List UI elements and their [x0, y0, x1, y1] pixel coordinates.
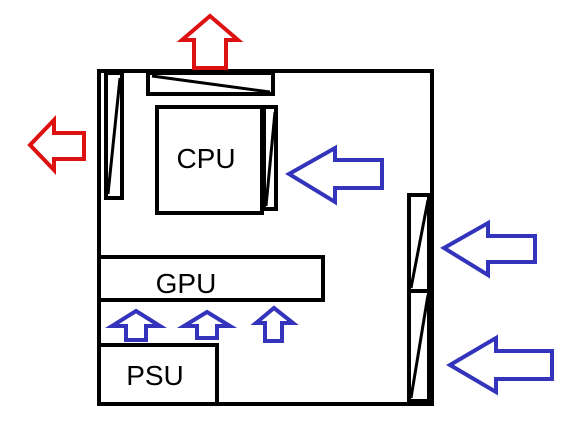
airflow-arrow-gpu-2 [176, 309, 238, 340]
exhaust-arrow-top [176, 13, 244, 70]
exhaust-arrow-rear [27, 115, 86, 175]
airflow-arrow-gpu-3 [250, 305, 299, 343]
cpu-cooler-fan [262, 105, 278, 211]
psu-label: PSU [126, 360, 184, 391]
cpu-label: CPU [176, 143, 235, 174]
top-exhaust-fan [146, 71, 275, 96]
front-intake-fan-lower [407, 289, 431, 403]
psu-block [97, 343, 219, 406]
airflow-arrow-gpu-1 [105, 308, 167, 342]
intake-arrow-front-lower [446, 334, 554, 396]
gpu-block [97, 255, 325, 302]
intake-arrow-front-upper [440, 219, 537, 279]
rear-exhaust-fan [104, 71, 124, 200]
gpu-label: GPU [156, 268, 217, 299]
front-intake-fan-upper [407, 193, 431, 293]
intake-arrow-cpu [285, 144, 384, 206]
cpu-block [155, 105, 264, 215]
